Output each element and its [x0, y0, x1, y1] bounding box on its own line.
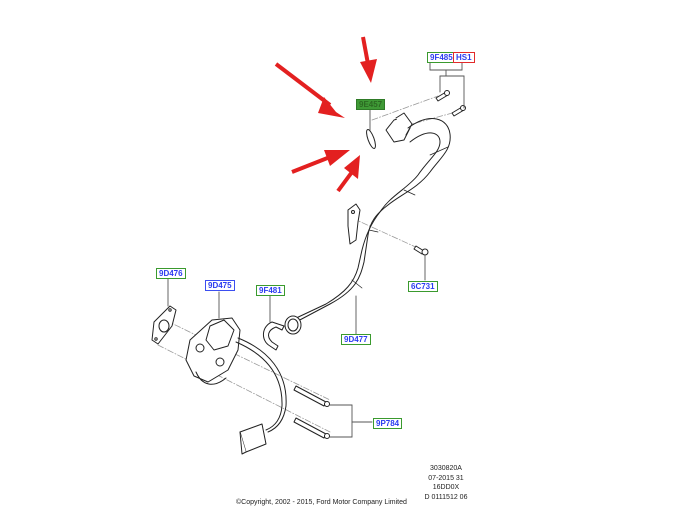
alignment-lines [157, 95, 457, 433]
reference-line: 16DD0X [432, 484, 460, 491]
callout-9E457[interactable]: 9E457 [356, 99, 386, 110]
callout-9F481[interactable]: 9F481 [256, 285, 285, 296]
callout-9D477[interactable]: 9D477 [341, 334, 371, 345]
arrow-icon [274, 62, 345, 118]
callout-9P784[interactable]: 9P784 [373, 418, 403, 429]
clamp-9F481 [263, 321, 285, 351]
callout-9D476[interactable]: 9D476 [156, 268, 186, 279]
reference-block: 3030820A 07-2015 31 16DD0X D 0111512 06 [416, 464, 476, 502]
studs-9P784 [293, 385, 330, 439]
reference-line: 3030820A [430, 465, 462, 472]
callout-6C731[interactable]: 6C731 [408, 281, 438, 292]
arrow-icon [360, 36, 377, 83]
callout-HS1[interactable]: HS1 [453, 52, 475, 63]
gasket-o-ring-9E457 [366, 129, 376, 149]
arrow-icon [336, 155, 360, 193]
bolt-6C731 [413, 245, 429, 256]
bolt-9F485 [435, 90, 450, 102]
annotation-arrows [274, 36, 377, 193]
pipe-flange-upper [385, 112, 413, 143]
arrow-icon [291, 150, 350, 174]
bolt-HS1 [451, 105, 466, 117]
reference-line: D 0111512 06 [424, 493, 468, 501]
copyright-text: ©Copyright, 2002 - 2015, Ford Motor Comp… [236, 499, 407, 506]
callout-9F485[interactable]: 9F485 [427, 52, 456, 63]
gasket-9D476 [151, 305, 177, 345]
egr-pipe-9D477 [284, 118, 451, 335]
leader-lines [167, 61, 465, 438]
reference-line: 07-2015 31 [428, 474, 464, 482]
callout-9D475[interactable]: 9D475 [205, 280, 235, 291]
egr-valve-9D475 [185, 317, 287, 455]
